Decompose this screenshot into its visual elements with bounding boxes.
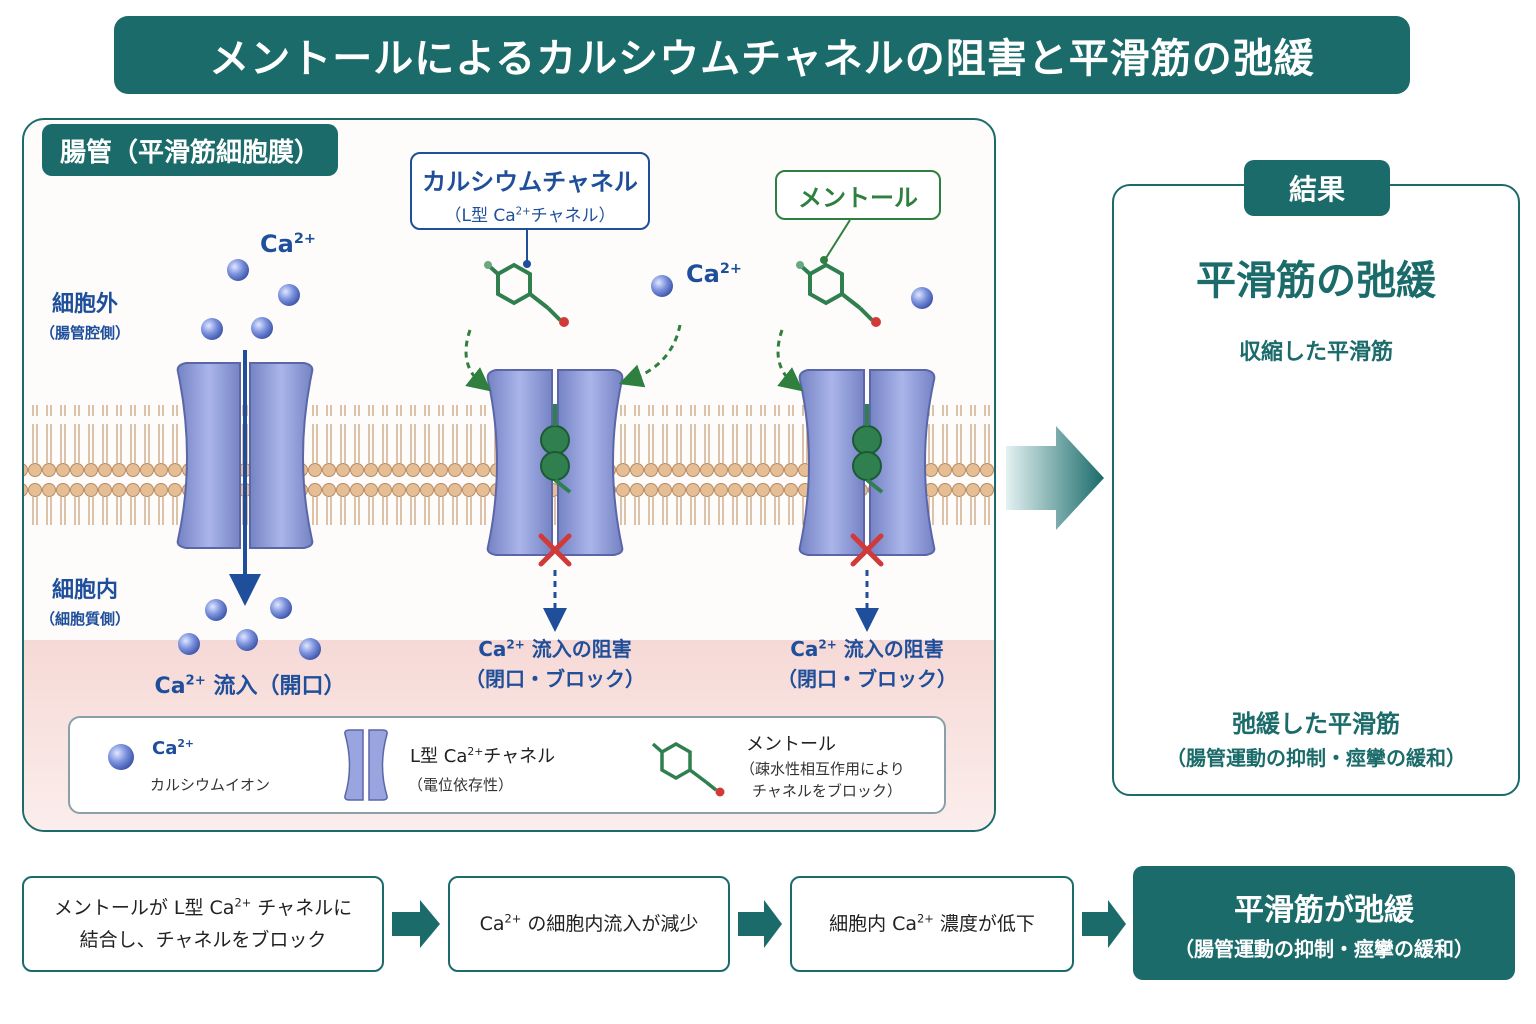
influx-block-caption-2: Ca2+ 流入の阻害 （閉口・ブロック） xyxy=(777,637,957,691)
legend-menthol-sub1: （疎水性相互作用により xyxy=(740,760,905,778)
influx-block-caption-1: Ca2+ 流入の阻害 （閉口・ブロック） xyxy=(465,637,645,691)
relaxed-label: 弛緩した平滑筋 xyxy=(1232,710,1400,738)
panel-label: 腸管（平滑筋細胞膜） xyxy=(42,124,339,176)
legend-channel-title: L型 Ca2+チャネル xyxy=(410,745,556,767)
legend-ion-title: Ca2+ xyxy=(152,737,194,759)
flow-arrow-icon xyxy=(392,900,440,948)
flow-step-1: メントールが L型 Ca2+ チャネルに 結合し、チャネルをブロック xyxy=(22,876,384,972)
flow-step-3: 細胞内 Ca2+ 濃度が低下 xyxy=(790,876,1074,972)
extracellular-label: 細胞外 （腸管腔側） xyxy=(39,292,130,342)
legend-menthol-sub2: チャネルをブロック） xyxy=(752,782,902,800)
ca-ion-label: Ca2+ xyxy=(686,260,742,288)
intracellular-label: 細胞内 （細胞質側） xyxy=(39,578,130,628)
legend-channel-sub: （電位依存性） xyxy=(408,776,514,794)
title-bar: メントールによるカルシウムチャネルの阻害と平滑筋の弛緩 xyxy=(114,16,1410,94)
result-tab: 結果 xyxy=(1244,160,1390,216)
result-arrow-icon xyxy=(1006,426,1104,530)
flow-arrow-icon xyxy=(738,900,782,948)
legend: Ca2+ カルシウムイオン L型 Ca2+チャネル （電位依存性） メントール … xyxy=(68,716,946,814)
flow-step-2: Ca2+ の細胞内流入が減少 xyxy=(448,876,730,972)
flow-final-step: 平滑筋が弛緩 （腸管運動の抑制・痙攣の緩和） xyxy=(1133,866,1515,980)
influx-open-caption: Ca2+ 流入（開口） xyxy=(154,673,346,699)
contracted-label: 収縮した平滑筋 xyxy=(1238,340,1393,365)
relaxed-sub-label: （腸管運動の抑制・痙攣の緩和） xyxy=(1166,746,1466,770)
ca-ion-label: Ca2+ xyxy=(260,230,316,258)
flow-arrow-icon xyxy=(1082,900,1126,948)
result-title: 平滑筋の弛緩 xyxy=(1196,258,1436,304)
channel-icon xyxy=(344,729,388,801)
page-title: メントールによるカルシウムチャネルの阻害と平滑筋の弛緩 xyxy=(209,36,1315,82)
callout-menthol: メントール xyxy=(775,170,941,220)
callout-calcium-channel: カルシウムチャネル （L型 Ca2+チャネル） xyxy=(410,152,650,230)
legend-menthol-title: メントール xyxy=(746,734,836,755)
result-panel xyxy=(1112,184,1520,796)
calcium-ion-icon xyxy=(108,744,134,770)
menthol-molecule-icon xyxy=(651,741,725,797)
legend-ion-sub: カルシウムイオン xyxy=(150,776,271,794)
